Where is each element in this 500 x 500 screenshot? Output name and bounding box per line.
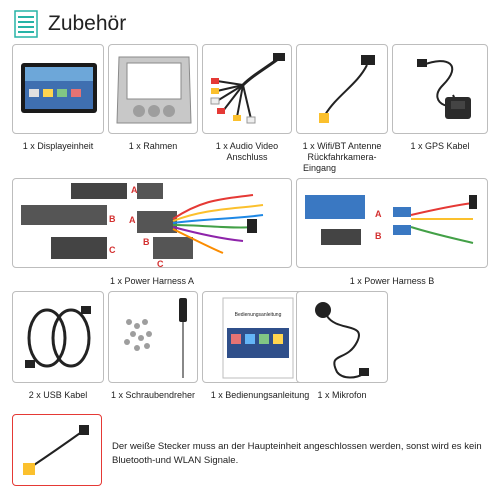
label-harness-b-a: A (375, 209, 382, 219)
item-screwdriver (108, 291, 198, 383)
item-power-harness-b: A B (296, 178, 488, 268)
note-text: Der weiße Stecker muss an der Haupteinhe… (112, 441, 482, 466)
label-harness-a-c1: C (109, 245, 116, 255)
caption-power-harness-a: 1 x Power Harness A (109, 276, 195, 286)
caption-power-harness-b: 1 x Power Harness B (349, 276, 435, 286)
caption-wifi-line-3: Eingang (303, 163, 337, 173)
item-frame (108, 44, 198, 134)
caption-screwdriver: 1 x Schraubendreher (110, 390, 196, 400)
item-power-harness-a: A B C A B C (12, 178, 292, 268)
frame-image (116, 56, 192, 124)
item-microphone (296, 291, 388, 383)
page-title: Zubehör (48, 12, 127, 35)
caption-av-cable: 1 x Audio Video Anschluss (215, 141, 279, 162)
caption-wifi-line-1: 1 x Wifi/BT Antenne (302, 141, 382, 151)
power-harness-b-image (305, 195, 477, 245)
note-card-connector (12, 414, 102, 486)
label-harness-a-b1: B (109, 214, 116, 224)
caption-display-unit: 1 x Displayeinheit (22, 141, 94, 151)
caption-frame: 1 x Rahmen (128, 141, 178, 151)
caption-usb-cable: 2 x USB Kabel (28, 390, 88, 400)
manual-cover-title: Bedienungsanleitung (234, 312, 282, 318)
list-icon (14, 10, 38, 38)
item-wifi-bt-antenna (296, 44, 388, 134)
manual-image (222, 297, 294, 379)
av-cable-image (210, 53, 285, 124)
caption-microphone: 1 x Mikrofon (317, 390, 367, 400)
microphone-image (315, 302, 369, 379)
item-usb-cable (12, 291, 104, 383)
label-harness-a-c2: C (157, 259, 164, 268)
label-harness-a-a1: A (131, 185, 138, 195)
label-harness-a-a2: A (129, 215, 136, 225)
item-av-cable (202, 44, 292, 134)
label-harness-a-b2: B (143, 237, 150, 247)
power-harness-a-image (21, 183, 264, 259)
display-unit-image (21, 63, 97, 113)
caption-gps-cable: 1 x GPS Kabel (410, 141, 470, 151)
screwdriver-image (124, 298, 187, 378)
wifi-antenna-image (319, 55, 375, 123)
item-gps-cable (392, 44, 488, 134)
caption-manual: 1 x Bedienungsanleitung (210, 390, 310, 400)
gps-antenna-image (417, 59, 471, 119)
usb-cable-image (25, 306, 91, 368)
white-connector-image (23, 425, 89, 475)
item-display-unit (12, 44, 104, 134)
label-harness-b-b: B (375, 231, 382, 241)
caption-wifi-line-2: Rückfahrkamera- (307, 152, 377, 162)
